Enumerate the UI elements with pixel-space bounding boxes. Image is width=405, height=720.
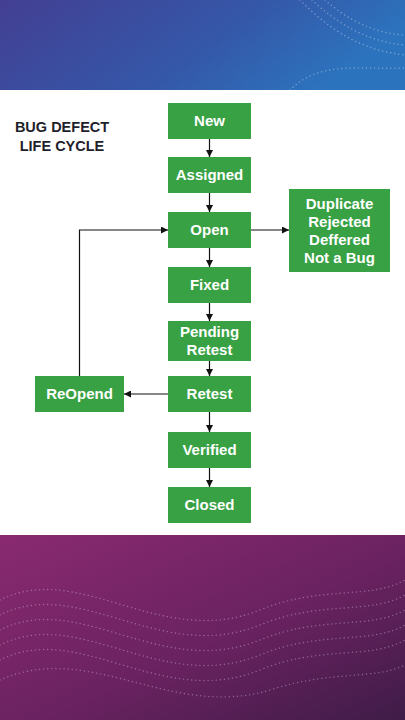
dot-curve	[0, 610, 405, 651]
status-box: New	[168, 103, 251, 139]
dot-curve	[0, 640, 405, 681]
status-box: Pending Retest	[168, 321, 251, 361]
status-label: ReOpend	[46, 385, 113, 403]
diagram-title: BUG DEFECT LIFE CYCLE	[6, 118, 118, 156]
status-label: New	[194, 112, 225, 130]
status-box: ReOpend	[35, 376, 124, 412]
status-label: Open	[190, 221, 228, 239]
dot-curve	[0, 595, 405, 636]
flow-arrow	[209, 468, 210, 487]
dot-curve	[0, 580, 405, 621]
dot-curve	[312, 0, 405, 45]
status-box: Fixed	[168, 267, 251, 303]
dot-pattern	[290, 0, 405, 90]
dot-curve	[0, 625, 405, 666]
status-box: DuplicateRejectedDefferedNot a Bug	[289, 189, 390, 272]
dot-curve	[0, 665, 405, 697]
status-box: Assigned	[168, 157, 251, 193]
status-box: Open	[168, 212, 251, 248]
dot-curve	[325, 0, 405, 35]
status-label: Deffered	[309, 231, 370, 249]
status-label: Fixed	[190, 276, 229, 294]
flow-arrow	[251, 229, 289, 230]
status-label: Verified	[182, 441, 236, 459]
flow-arrow	[209, 193, 210, 212]
status-box: Verified	[168, 432, 251, 468]
dot-pattern	[0, 580, 405, 697]
status-label: Rejected	[308, 213, 371, 231]
status-label: Retest	[187, 385, 233, 403]
flow-arrow	[80, 230, 169, 376]
flow-arrow	[209, 412, 210, 432]
flow-arrow	[124, 393, 168, 394]
dot-curve	[290, 68, 405, 90]
flow-arrow	[209, 139, 210, 157]
top-band	[0, 0, 405, 90]
flow-arrow	[209, 303, 210, 321]
status-label: Closed	[184, 496, 234, 514]
dot-curve	[300, 0, 405, 55]
status-label: Not a Bug	[304, 249, 375, 267]
status-box: Closed	[168, 487, 251, 523]
flow-arrow	[209, 248, 210, 267]
status-label: Pending Retest	[170, 323, 249, 359]
status-label: Duplicate	[306, 195, 374, 213]
status-box: Retest	[168, 376, 251, 412]
status-label: Assigned	[176, 166, 244, 184]
flow-arrow	[209, 361, 210, 376]
bottom-band	[0, 535, 405, 720]
